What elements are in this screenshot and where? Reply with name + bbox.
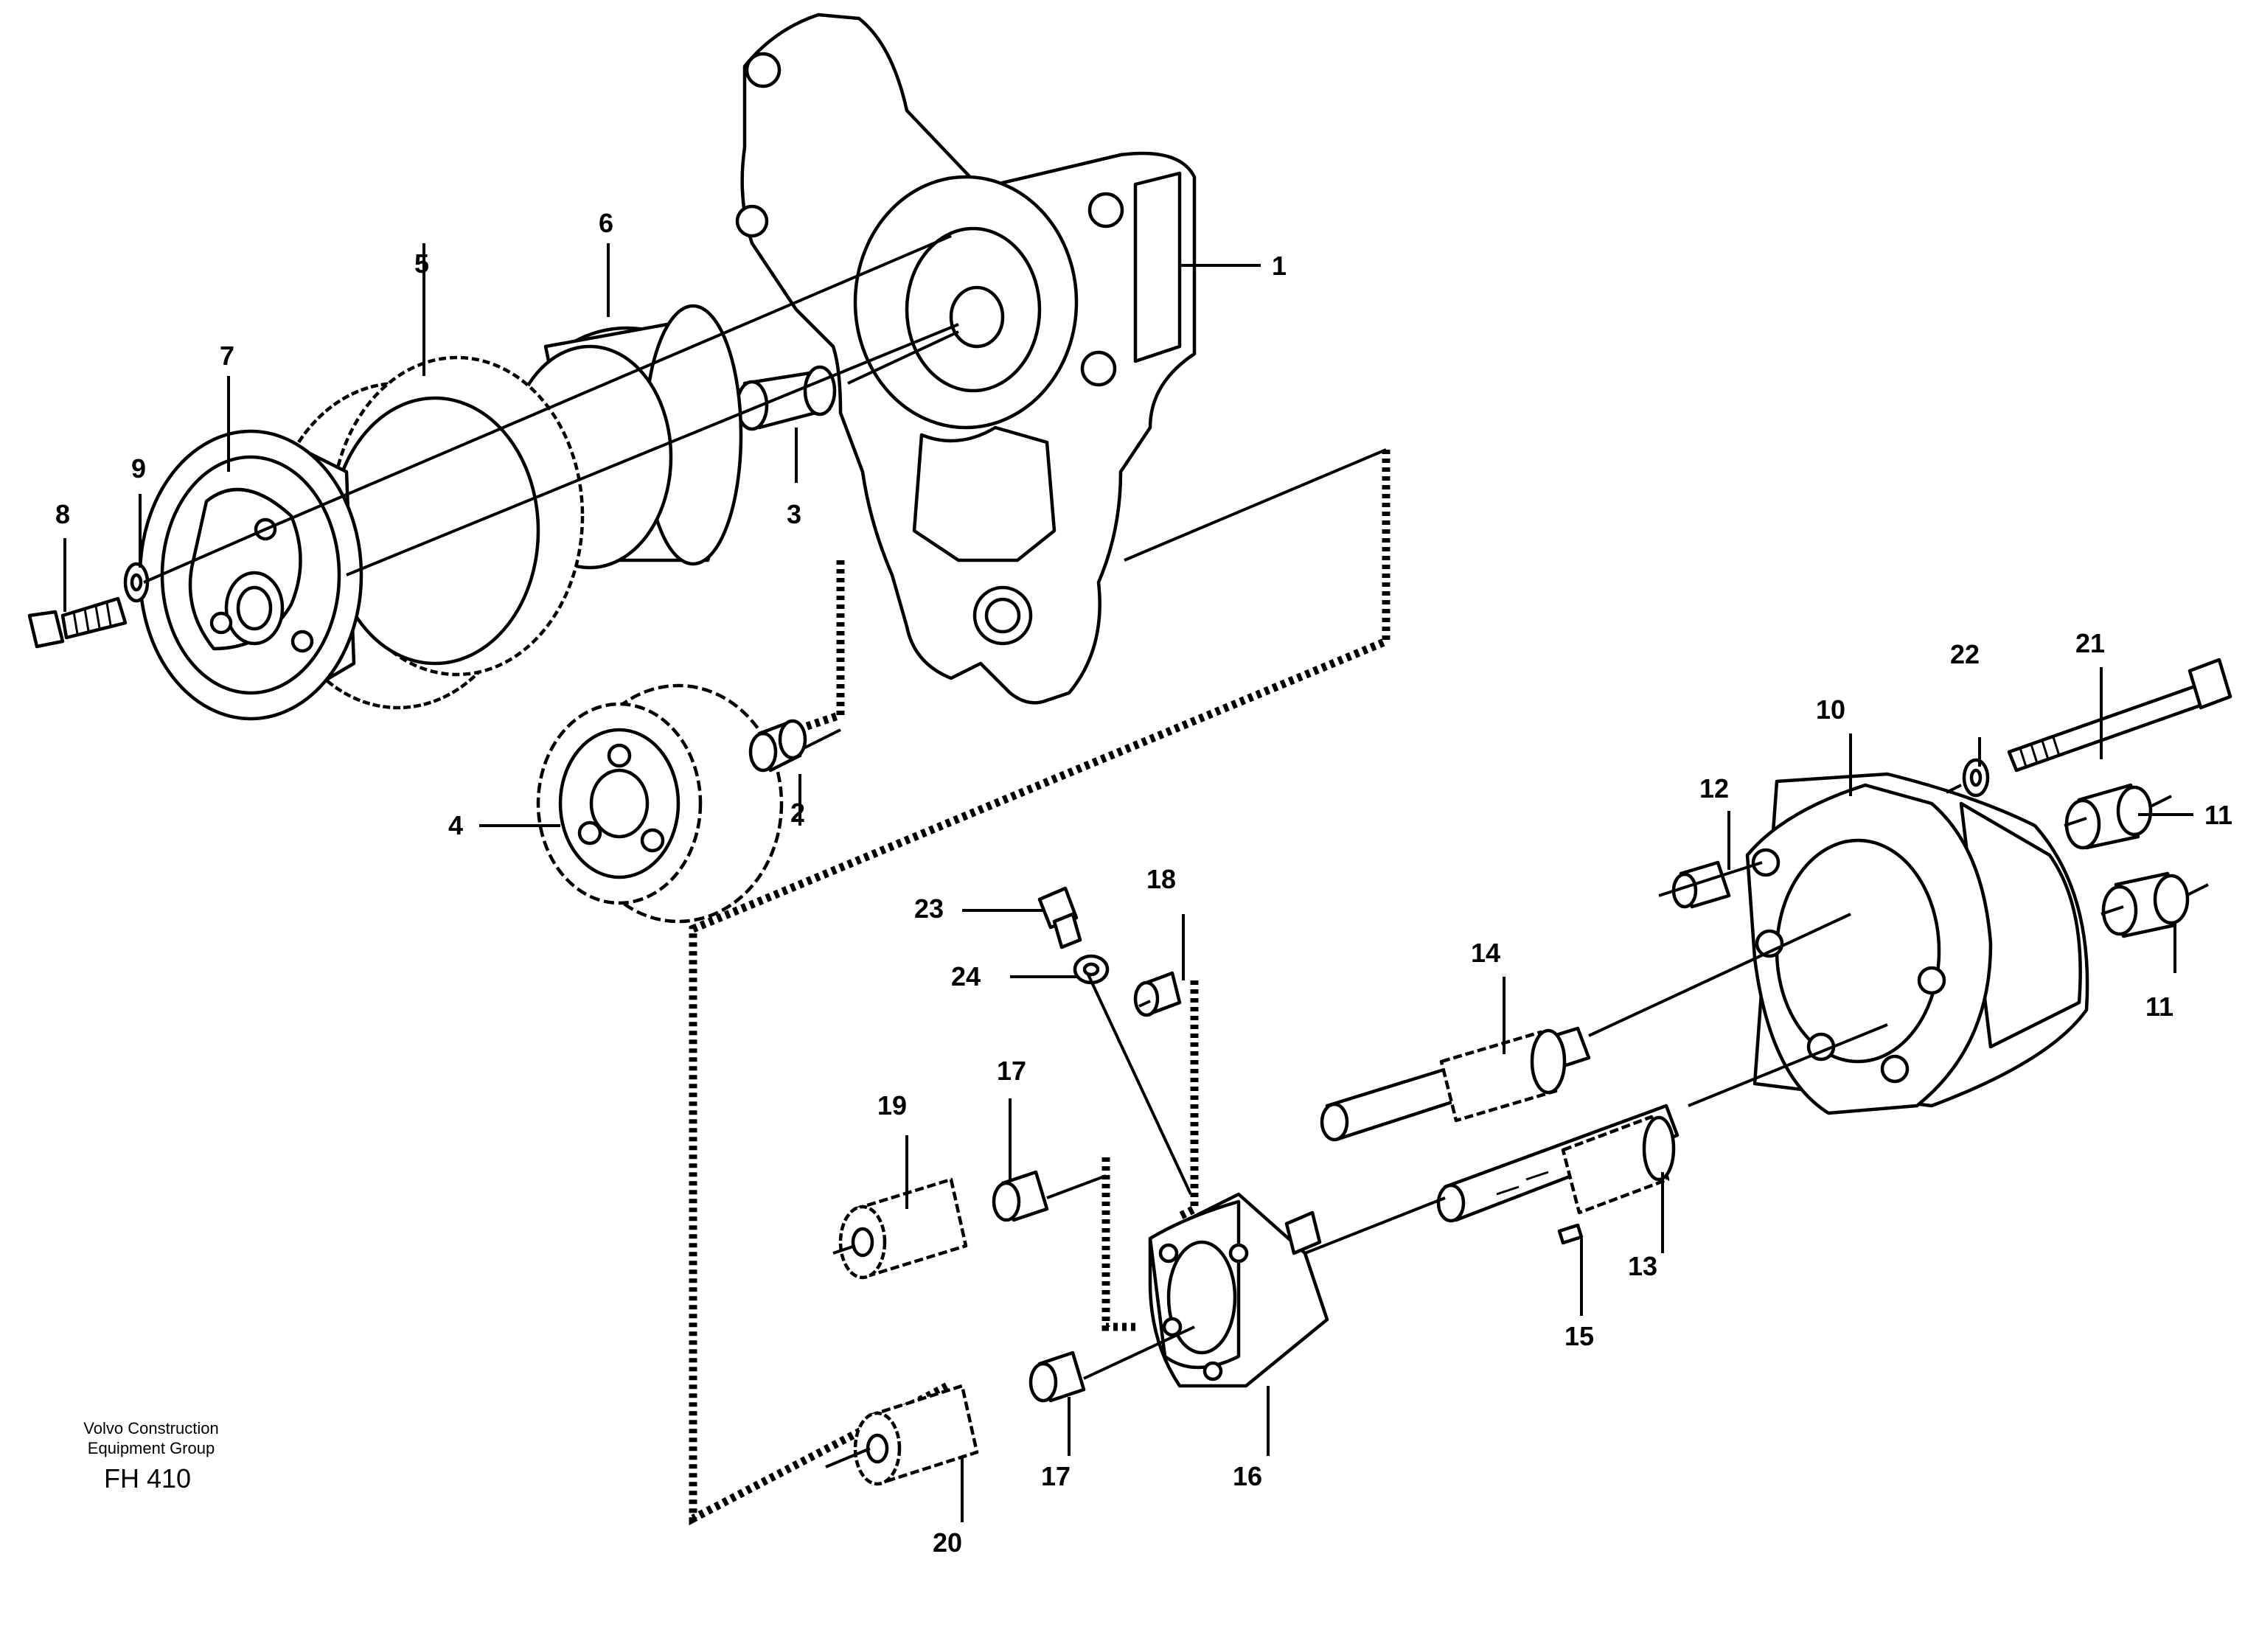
spur-gear-upper xyxy=(838,1177,968,1280)
spur-gear-lower xyxy=(853,1384,979,1486)
bushing xyxy=(748,719,807,773)
callout-11-upper: 11 xyxy=(2204,800,2232,830)
figure-caption: Volvo Construction Equipment Group FH 41… xyxy=(83,1419,218,1494)
bolt xyxy=(27,596,128,649)
callout-9: 9 xyxy=(131,453,146,484)
callout-18: 18 xyxy=(1146,864,1176,894)
dashed-line-bushing18 xyxy=(1177,980,1199,1220)
callout-1: 1 xyxy=(1272,251,1287,281)
dashed-line-gear4-to-cover xyxy=(773,560,845,742)
callout-24: 24 xyxy=(951,961,981,991)
callout-22: 22 xyxy=(1950,639,1980,669)
dowel-sleeve xyxy=(735,365,837,431)
bushing-pair xyxy=(2064,783,2190,938)
pulley-hub xyxy=(138,429,363,721)
callout-16: 16 xyxy=(1233,1461,1262,1491)
pump-housing xyxy=(1745,772,2089,1115)
callout-8: 8 xyxy=(55,499,70,529)
callout-4: 4 xyxy=(448,810,463,840)
callout-5: 5 xyxy=(414,248,429,279)
long-bolt xyxy=(2007,658,2232,773)
callout-12: 12 xyxy=(1699,773,1729,804)
callout-3: 3 xyxy=(787,499,801,529)
dashed-connector-lines xyxy=(689,450,1390,1526)
callout-19: 19 xyxy=(877,1090,907,1120)
assembly-axis-lines xyxy=(143,234,2209,1468)
callout-13: 13 xyxy=(1628,1251,1657,1281)
helical-gear xyxy=(536,683,784,924)
caption-company-line2: Equipment Group xyxy=(88,1439,215,1457)
callout-numbers: 1 2 3 4 5 6 7 8 9 10 11 11 12 13 14 15 1… xyxy=(55,208,2232,1558)
callout-7: 7 xyxy=(220,341,234,371)
callout-20: 20 xyxy=(933,1527,962,1558)
small-sleeve xyxy=(1671,860,1731,909)
ring xyxy=(507,304,743,570)
callout-17-lower: 17 xyxy=(1041,1461,1071,1491)
washer xyxy=(123,562,150,603)
callout-14: 14 xyxy=(1471,938,1500,968)
callout-11-lower: 11 xyxy=(2145,991,2173,1022)
callout-10: 10 xyxy=(1816,694,1845,725)
dashed-line-bushing17 xyxy=(1101,1157,1139,1331)
dashed-line-cover-to-gear20 xyxy=(689,450,1390,1526)
callout-2: 2 xyxy=(790,798,805,828)
timing-cover xyxy=(735,13,1197,705)
callout-23: 23 xyxy=(914,893,944,924)
bushing-small xyxy=(1133,971,1182,1017)
leader-lines xyxy=(63,243,2193,1522)
cover-to-dash-line xyxy=(1124,448,1387,562)
callout-17-upper: 17 xyxy=(997,1056,1026,1086)
pump-cover xyxy=(1148,1192,1329,1388)
gear-shaft-lower xyxy=(1436,1104,1680,1223)
bushing-upper xyxy=(992,1170,1049,1222)
callout-21: 21 xyxy=(2075,628,2105,658)
screw xyxy=(1037,886,1082,949)
lock-washer xyxy=(1962,758,1990,798)
bushing-lower xyxy=(1028,1350,1086,1403)
callout-15: 15 xyxy=(1564,1321,1594,1351)
caption-company-line1: Volvo Construction xyxy=(83,1419,218,1437)
gear-shaft-upper xyxy=(1320,1026,1591,1142)
key xyxy=(1557,1223,1584,1245)
callout-6: 6 xyxy=(599,208,613,238)
figure-code: FH 410 xyxy=(104,1463,191,1494)
